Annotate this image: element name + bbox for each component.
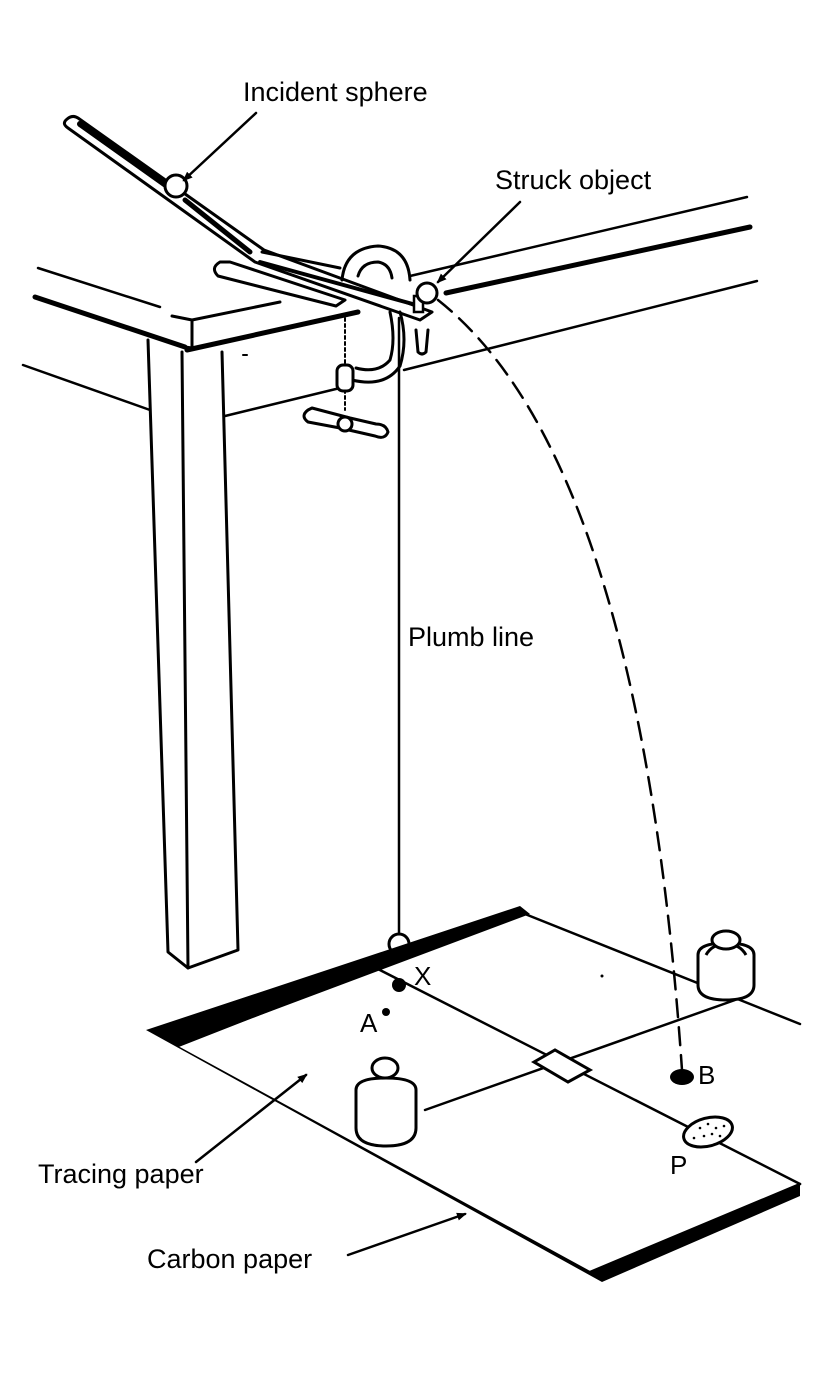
point-b-mark xyxy=(670,1069,694,1085)
table-top-right-back xyxy=(408,195,749,278)
table-front-right-edge xyxy=(184,309,361,353)
arrow-carbon-paper xyxy=(346,1212,467,1257)
table-apron-right xyxy=(402,279,759,372)
point-label-b: B xyxy=(698,1060,715,1090)
splotch-dots xyxy=(692,1122,726,1140)
ramp-groove-upper xyxy=(77,121,173,191)
paper-speck xyxy=(600,974,604,978)
clamp-handle-hub xyxy=(336,415,354,433)
weight-back xyxy=(696,929,756,1002)
label-incident-sphere: Incident sphere xyxy=(243,77,428,107)
incident-sphere xyxy=(163,173,189,199)
c-clamp xyxy=(302,244,430,439)
label-carbon-paper: Carbon paper xyxy=(147,1244,312,1274)
label-tracing-paper: Tracing paper xyxy=(38,1159,204,1189)
ramp xyxy=(62,114,434,322)
arrow-tracing-paper xyxy=(194,1073,308,1164)
support-screw xyxy=(414,328,430,356)
point-p-splotch xyxy=(682,1115,734,1149)
ruler-marker xyxy=(531,1048,594,1084)
point-label-a: A xyxy=(360,1008,378,1038)
table xyxy=(21,195,759,970)
clamp-top-arc xyxy=(340,244,412,282)
ramp-plate-top xyxy=(260,250,342,270)
weight-front-body xyxy=(354,1076,418,1148)
point-label-x: X xyxy=(414,961,431,991)
ramp-base-plate xyxy=(213,260,347,308)
ramp-outline xyxy=(62,114,434,322)
clamp-body-inner xyxy=(354,310,395,372)
arrow-incident-sphere xyxy=(182,111,258,182)
measuring-line-main xyxy=(370,964,802,1186)
table-apron-front xyxy=(223,386,342,418)
struck-object xyxy=(415,281,439,305)
label-plumb-line: Plumb line xyxy=(408,622,534,652)
clamp-screw-collar xyxy=(335,363,355,393)
table-top-back-edge xyxy=(36,266,162,309)
table-corner-top xyxy=(190,300,282,322)
point-label-p: P xyxy=(670,1150,687,1180)
clamp-inner-arc xyxy=(356,260,394,280)
table-top-right-front xyxy=(443,224,753,296)
weight-front xyxy=(354,1056,418,1148)
table-apron-left xyxy=(21,363,152,412)
point-x-dot xyxy=(392,978,406,992)
weight-back-knob xyxy=(710,929,742,951)
point-a-dot xyxy=(382,1008,390,1016)
table-top-front-edge xyxy=(32,294,188,350)
clamp-handle xyxy=(302,406,390,439)
label-struck-object: Struck object xyxy=(495,165,652,195)
weight-front-knob xyxy=(370,1056,400,1080)
clamp-body xyxy=(350,310,406,384)
table-leg xyxy=(146,338,240,970)
measuring-line-cross xyxy=(423,998,737,1112)
trajectory-path xyxy=(436,298,684,1072)
tracing-paper-front-edge xyxy=(588,1182,802,1274)
ramp-groove-mid xyxy=(182,197,253,255)
arrow-struck-object xyxy=(436,200,522,284)
ramp-groove-lower xyxy=(258,260,422,308)
table-leg-edge xyxy=(180,350,190,970)
